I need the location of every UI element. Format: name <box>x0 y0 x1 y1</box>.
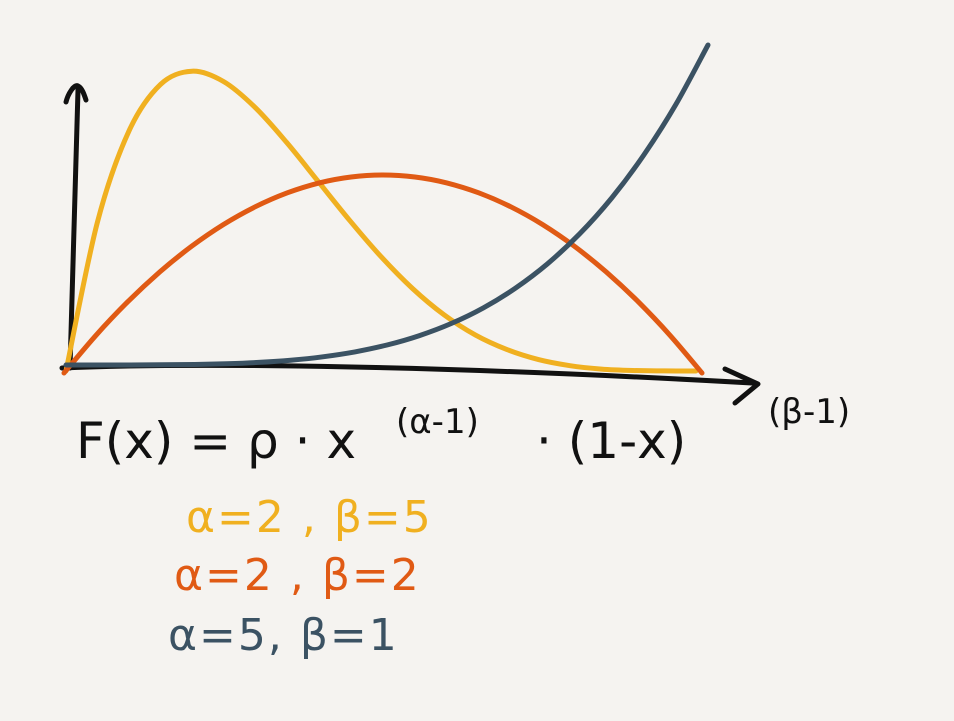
formula: F(x) = ρ · x (α-1) · (1-x) (β-1) <box>76 392 850 470</box>
legend: α=2 , β=5 α=2 , β=2 α=5, β=1 <box>168 492 433 661</box>
formula-middle: · (1-x) <box>536 412 686 470</box>
series-layer <box>61 42 711 376</box>
x-axis <box>59 362 755 386</box>
legend-entry-orange: α=2 , β=5 <box>186 492 433 543</box>
series-line-1 <box>63 68 699 374</box>
legend-entry-slate: α=5, β=1 <box>168 610 399 661</box>
series-line-2 <box>61 172 705 376</box>
legend-entry-red: α=2 , β=2 <box>174 550 421 601</box>
y-axis <box>67 87 81 371</box>
formula-lhs: F(x) = ρ · x <box>76 412 356 470</box>
x-axis-arrowhead <box>722 366 761 406</box>
series-line-3 <box>63 42 711 368</box>
y-axis-arrowhead <box>63 83 89 105</box>
formula-exponent-beta: (β-1) <box>768 392 850 432</box>
formula-exponent-alpha: (α-1) <box>396 402 479 442</box>
